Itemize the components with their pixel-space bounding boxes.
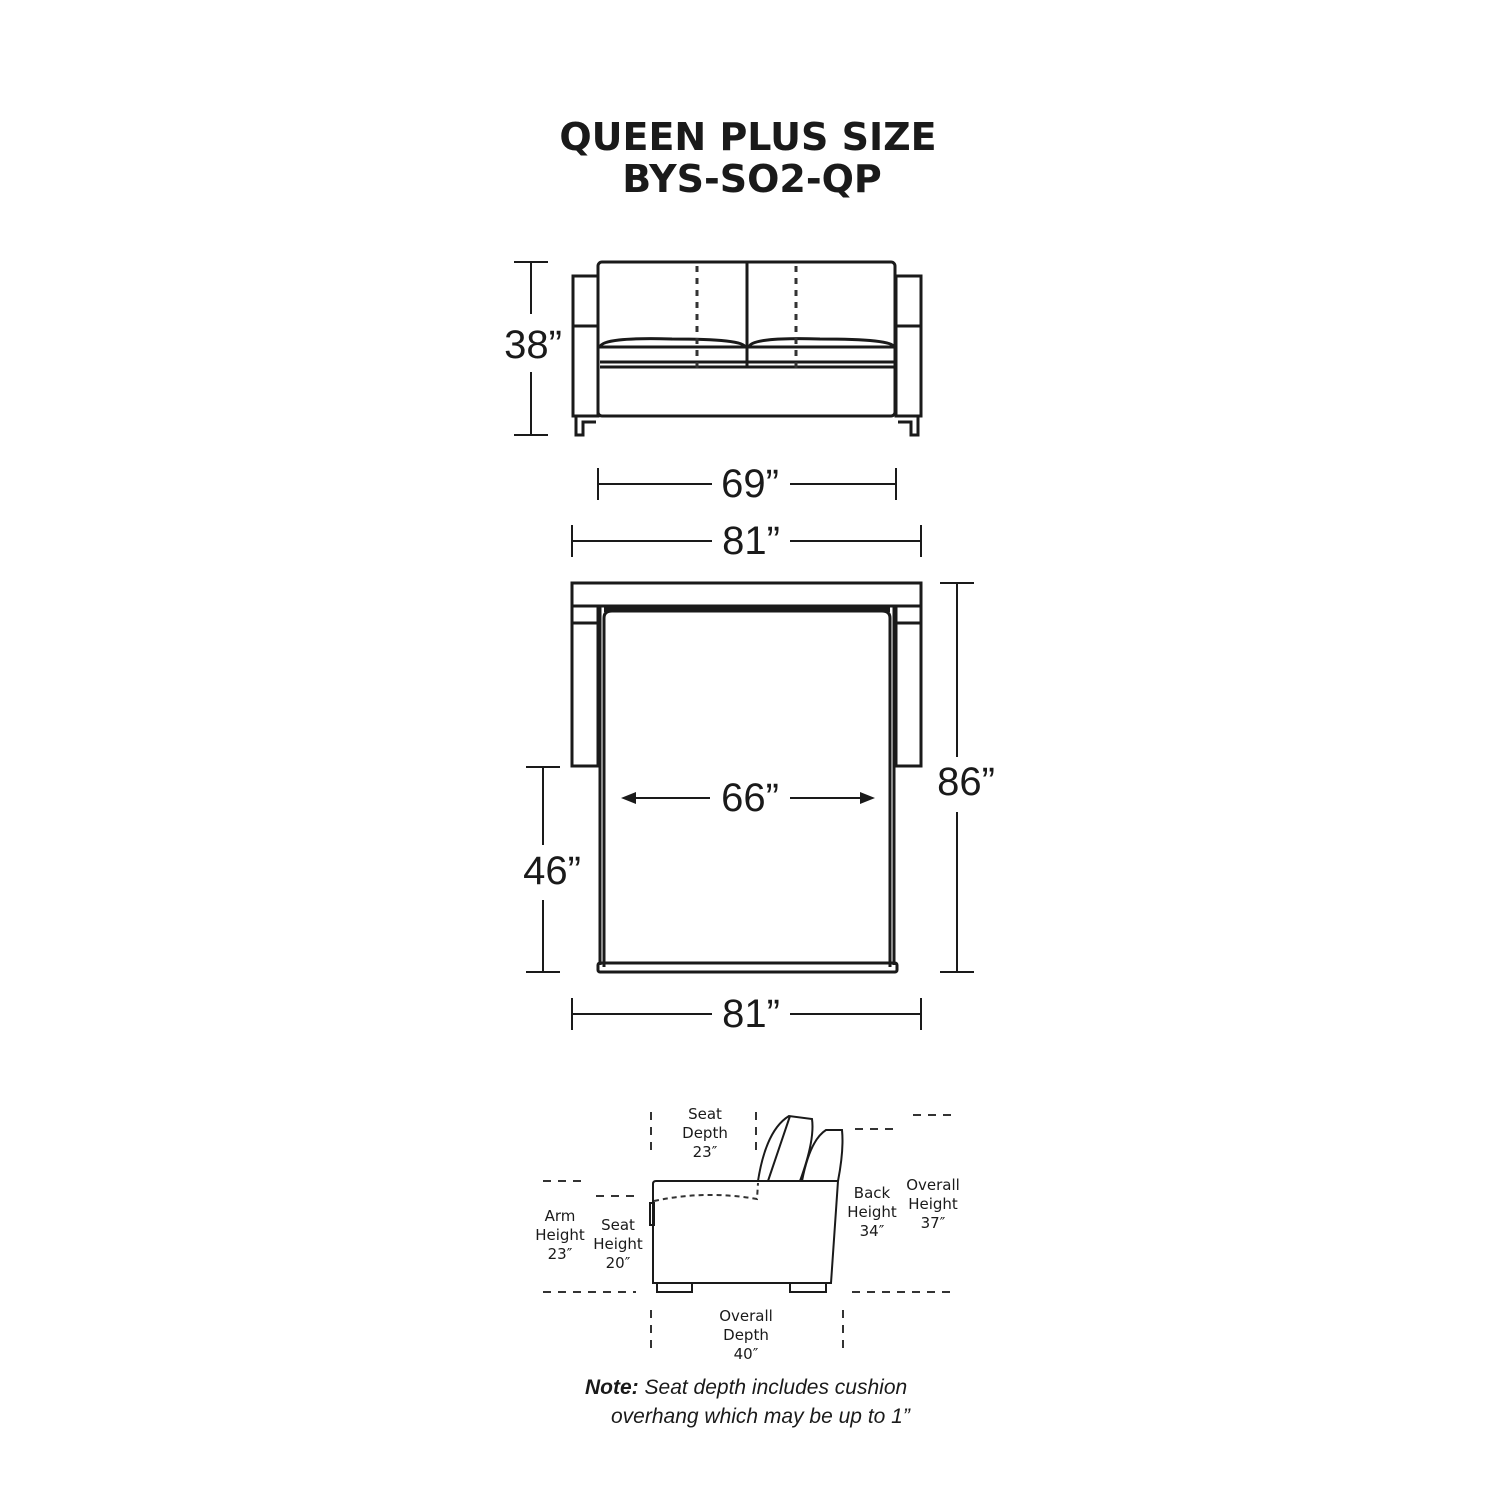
side-view-guides <box>543 1112 953 1352</box>
note-text: Seat depth includes cushion <box>639 1376 908 1399</box>
note-line1: Note: Seat depth includes cushion <box>585 1376 907 1399</box>
open-depth-dimension: 86” <box>937 582 995 973</box>
overall-depth-label: Overall Depth 40″ <box>719 1307 773 1363</box>
svg-text:23″: 23″ <box>548 1245 573 1263</box>
side-view-drawing <box>649 1114 844 1293</box>
svg-text:Overall: Overall <box>906 1176 960 1194</box>
svg-text:Height: Height <box>847 1203 897 1221</box>
title-line2: BYS-SO2-QP <box>622 157 882 201</box>
seat-depth-label: Seat Depth 23″ <box>682 1105 728 1161</box>
bottom-width-dimension: 81” <box>571 992 922 1036</box>
note-label: Note: <box>585 1376 639 1399</box>
svg-text:Arm: Arm <box>545 1207 576 1225</box>
inside-width-dimension: 69” <box>597 462 897 506</box>
height-dimension: 38” <box>504 261 562 436</box>
extension-dimension: 46” <box>523 766 581 973</box>
svg-text:Height: Height <box>908 1195 958 1213</box>
svg-text:Seat: Seat <box>688 1105 722 1123</box>
title-line1: QUEEN PLUS SIZE <box>559 115 936 159</box>
open-depth-label: 86” <box>937 760 995 804</box>
mattress-width-label: 66” <box>721 776 779 820</box>
note-line2: overhang which may be up to 1” <box>611 1405 911 1428</box>
inside-width-label: 69” <box>721 462 779 506</box>
svg-text:34″: 34″ <box>860 1222 885 1240</box>
seat-height-label: Seat Height 20″ <box>593 1216 643 1272</box>
overall-width-dimension: 81” <box>571 519 922 563</box>
svg-text:Back: Back <box>854 1184 891 1202</box>
extension-label: 46” <box>523 849 581 893</box>
svg-text:Depth: Depth <box>682 1124 728 1142</box>
svg-text:20″: 20″ <box>606 1254 631 1272</box>
back-height-label: Back Height 34″ <box>847 1184 897 1240</box>
svg-text:23″: 23″ <box>693 1143 718 1161</box>
svg-text:Height: Height <box>593 1235 643 1253</box>
top-view-drawing <box>570 581 923 974</box>
height-label: 38” <box>504 323 562 367</box>
overall-width-label: 81” <box>722 519 780 563</box>
svg-text:Height: Height <box>535 1226 585 1244</box>
mattress-width-dimension: 66” <box>621 776 875 820</box>
svg-text:Overall: Overall <box>719 1307 773 1325</box>
svg-text:Depth: Depth <box>723 1326 769 1344</box>
svg-text:37″: 37″ <box>921 1214 946 1232</box>
svg-text:40″: 40″ <box>734 1345 759 1363</box>
arm-height-label: Arm Height 23″ <box>535 1207 585 1263</box>
overall-height-label: Overall Height 37″ <box>906 1176 960 1232</box>
svg-text:Seat: Seat <box>601 1216 635 1234</box>
bottom-width-label: 81” <box>722 992 780 1036</box>
front-view-drawing <box>571 260 923 437</box>
